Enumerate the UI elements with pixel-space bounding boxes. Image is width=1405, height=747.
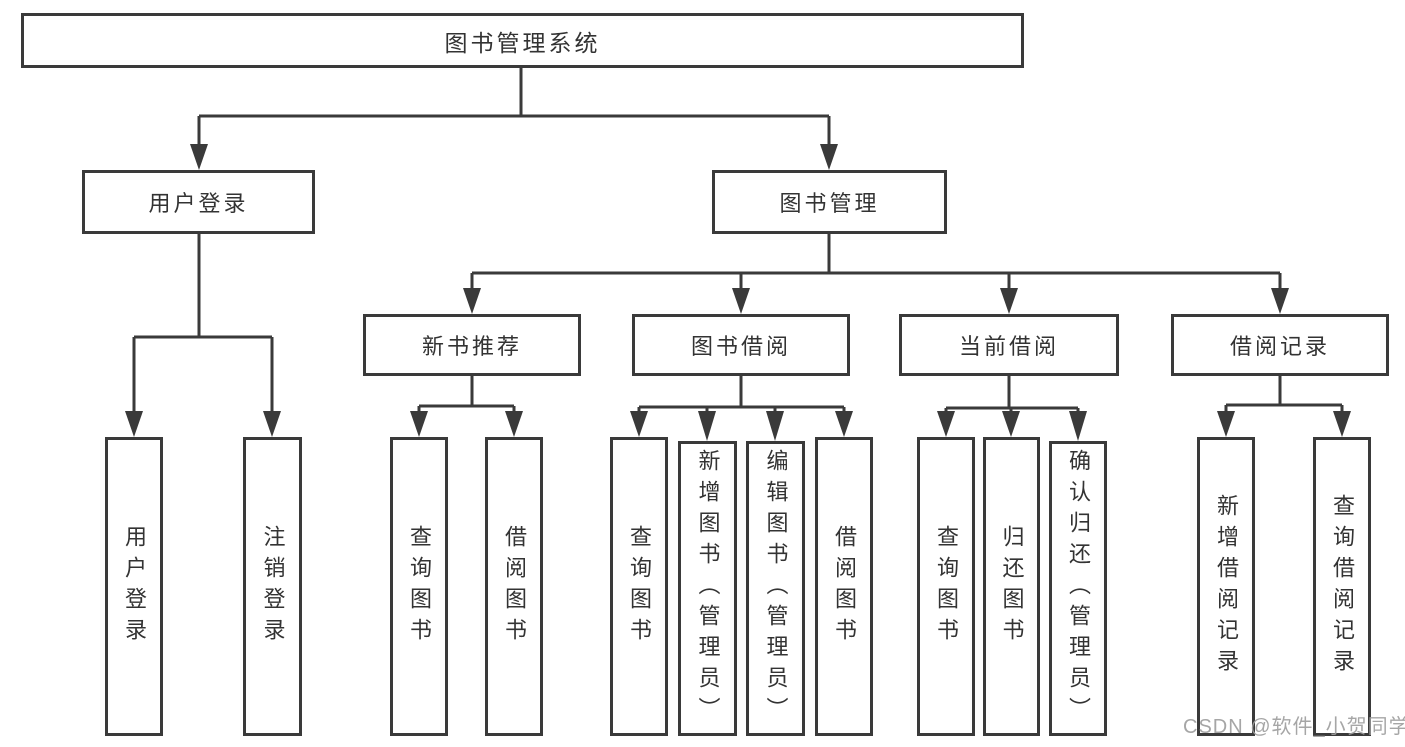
- node-library-management-system-label: 图书管理系统: [444, 29, 601, 56]
- node-leaf-borrow-books-label: 借阅图书: [832, 524, 857, 649]
- node-user-login-label: 用户登录: [148, 191, 249, 216]
- node-new-book-recommend: 新书推荐: [363, 314, 581, 376]
- node-leaf-logout: 注销登录: [243, 437, 302, 736]
- node-leaf-query-borrow-record-label: 查询借阅记录: [1330, 493, 1355, 680]
- node-new-book-recommend-label: 新书推荐: [421, 334, 522, 359]
- node-current-borrow-label: 当前借阅: [958, 334, 1059, 359]
- node-leaf-confirm-return-admin: 确认归还（管理员）: [1049, 441, 1107, 736]
- node-leaf-add-borrow-record-label: 新增借阅记录: [1214, 493, 1239, 680]
- node-book-management-label: 图书管理: [779, 191, 880, 216]
- node-leaf-confirm-return-admin-label: 确认归还（管理员）: [1066, 449, 1091, 728]
- node-leaf-return-books-label: 归还图书: [999, 524, 1025, 649]
- node-leaf-query-books-current: 查询图书: [917, 437, 975, 736]
- node-leaf-edit-books-admin: 编辑图书（管理员）: [746, 441, 805, 736]
- node-borrow-records-label: 借阅记录: [1229, 334, 1330, 359]
- node-leaf-add-books-admin-label: 新增图书（管理员）: [695, 449, 721, 728]
- csdn-watermark: CSDN @软件_小贺同学: [1183, 716, 1405, 738]
- node-leaf-add-borrow-record: 新增借阅记录: [1197, 437, 1255, 736]
- node-leaf-add-books-admin: 新增图书（管理员）: [678, 441, 737, 736]
- node-leaf-user-login-label: 用户登录: [122, 524, 147, 649]
- node-leaf-query-books-current-label: 查询图书: [934, 524, 959, 649]
- node-leaf-query-borrow-record: 查询借阅记录: [1313, 437, 1371, 736]
- node-leaf-borrow-books-recommend-label: 借阅图书: [502, 524, 527, 649]
- node-leaf-user-login: 用户登录: [105, 437, 163, 736]
- node-borrow-records: 借阅记录: [1171, 314, 1389, 376]
- node-book-borrow: 图书借阅: [632, 314, 850, 376]
- node-current-borrow: 当前借阅: [899, 314, 1119, 376]
- node-book-management: 图书管理: [712, 170, 947, 234]
- node-leaf-borrow-books-recommend: 借阅图书: [485, 437, 543, 736]
- node-leaf-return-books: 归还图书: [983, 437, 1040, 736]
- node-leaf-query-books-borrow-label: 查询图书: [627, 524, 652, 649]
- node-user-login: 用户登录: [82, 170, 315, 234]
- node-leaf-logout-label: 注销登录: [260, 524, 286, 649]
- node-leaf-query-books-borrow: 查询图书: [610, 437, 668, 736]
- node-leaf-borrow-books: 借阅图书: [815, 437, 873, 736]
- node-leaf-query-books-recommend-label: 查询图书: [407, 524, 432, 649]
- node-library-management-system: 图书管理系统: [21, 13, 1024, 68]
- node-book-borrow-label: 图书借阅: [690, 334, 791, 359]
- node-leaf-edit-books-admin-label: 编辑图书（管理员）: [763, 449, 789, 728]
- node-leaf-query-books-recommend: 查询图书: [390, 437, 448, 736]
